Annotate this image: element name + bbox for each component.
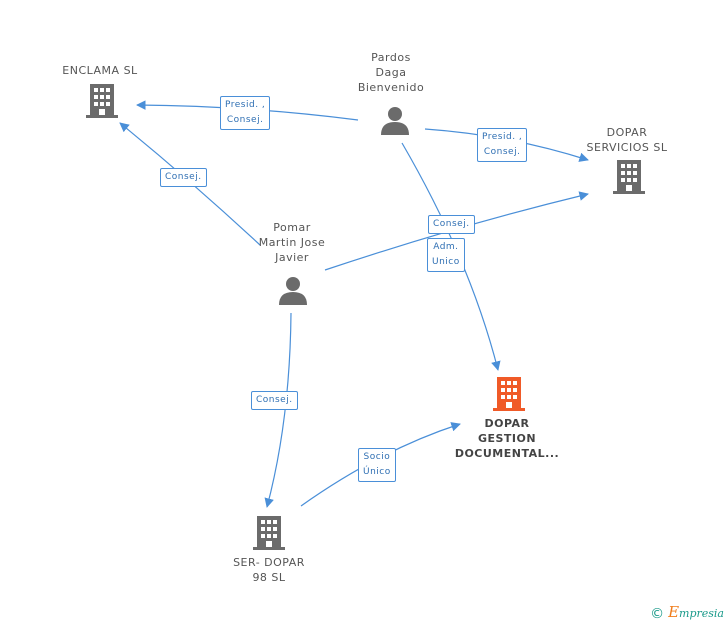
node-label-pardos[interactable]: Pardos Daga Bienvenido [357,51,425,94]
person-icon[interactable] [278,275,308,305]
footer-brand: ©Empresia [650,603,724,622]
building-icon[interactable] [613,160,645,194]
edge-label-pardos-gestion[interactable]: Adm. Unico [427,238,465,272]
copyright-icon: © [650,606,665,622]
brand-name: mpresia [679,607,724,620]
edge-label-pardos-enclama[interactable]: Presid. , Consej. [220,96,271,130]
edge-label-pomar-enclama[interactable]: Consej. [160,168,207,187]
node-label-enclama[interactable]: ENCLAMA SL [62,64,138,77]
edge-label-pomar-serdopar[interactable]: Consej. [251,391,298,410]
edge-label-serdopar-gestion[interactable]: Socio Único [358,448,396,482]
building-icon-highlighted[interactable] [493,377,525,411]
building-icon[interactable] [86,84,118,118]
node-label-dopar-servicios[interactable]: DOPAR SERVICIOS SL [586,126,668,154]
person-icon[interactable] [380,105,410,135]
node-label-ser-dopar[interactable]: SER- DOPAR 98 SL [233,556,305,584]
node-label-dopar-gestion[interactable]: DOPAR GESTION DOCUMENTAL... [454,417,560,460]
edge-pomar-serdopar [264,312,292,508]
edge-label-pardos-servicios[interactable]: Presid. , Consej. [477,128,528,162]
building-icon[interactable] [253,516,285,550]
edge-label-pomar-servicios[interactable]: Consej. [428,215,475,234]
node-label-pomar[interactable]: Pomar Martin Jose Javier [258,221,326,264]
brand-initial: E [668,603,680,621]
